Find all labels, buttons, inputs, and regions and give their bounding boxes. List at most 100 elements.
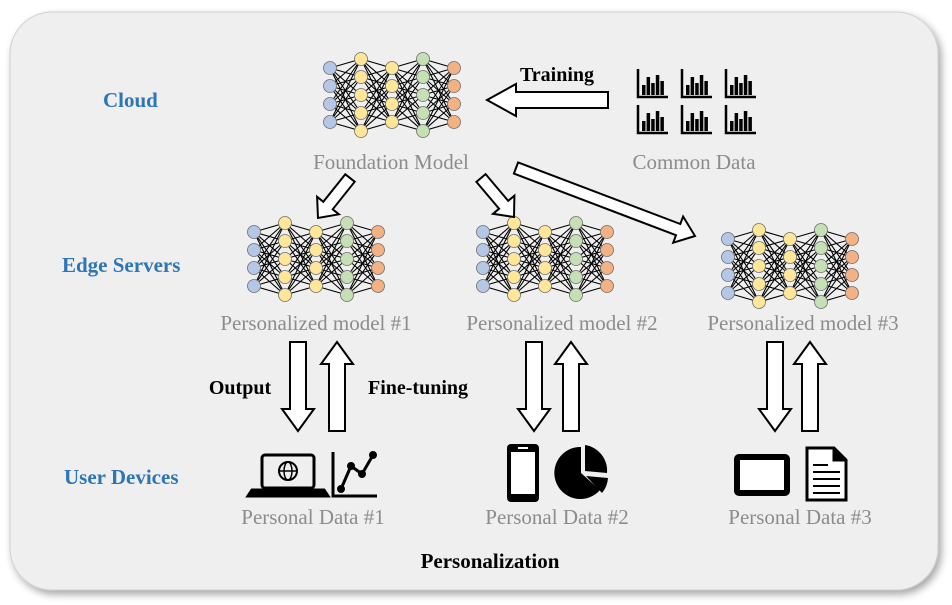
network-node (783, 268, 797, 282)
network-edge (329, 58, 362, 123)
personalized-model-2-caption: Personalized model #2 (466, 311, 657, 335)
network-node (752, 259, 766, 273)
background-panel (9, 11, 939, 591)
network-node (814, 241, 828, 255)
network-node (845, 286, 859, 300)
network-node (814, 277, 828, 291)
network-node (507, 234, 521, 248)
network-edge (575, 231, 608, 278)
personalized-model-2-network (476, 216, 614, 302)
network-node (752, 241, 766, 255)
network-edge (360, 67, 393, 114)
network-node (569, 288, 583, 302)
network-edge (284, 231, 317, 296)
network-node (278, 216, 292, 230)
network-node (371, 225, 385, 239)
network-node (538, 225, 552, 239)
network-edge (544, 222, 577, 269)
network-node (600, 225, 614, 239)
network-edge (253, 240, 286, 287)
bar-chart-icon (636, 105, 668, 135)
network-node (476, 243, 490, 257)
network-node (752, 277, 766, 291)
network-edge (253, 222, 286, 269)
network-node (569, 252, 583, 266)
network-node (340, 252, 354, 266)
bar-chart-icon (636, 69, 668, 99)
network-edge (360, 85, 393, 132)
network-edge (422, 67, 455, 132)
network-node (600, 243, 614, 257)
network-node (385, 79, 399, 93)
network-node (309, 279, 323, 293)
network-edge (360, 67, 393, 132)
network-node (416, 124, 430, 138)
bar-chart-icon (680, 69, 712, 99)
network-node (247, 243, 261, 257)
network-edge (346, 231, 379, 278)
output-arrow-1 (280, 341, 316, 433)
bar-chart-icon (680, 105, 712, 135)
network-edge (789, 229, 822, 294)
network-node (538, 243, 552, 257)
finetune-arrow-1 (319, 340, 355, 432)
network-node (507, 288, 521, 302)
network-edge (575, 249, 608, 296)
network-node (278, 234, 292, 248)
network-edge (513, 249, 546, 296)
bar-chart-icon (724, 69, 756, 99)
arrow-to-model-1 (316, 172, 357, 220)
network-node (354, 124, 368, 138)
network-edge (422, 85, 455, 132)
network-node (507, 270, 521, 284)
output-arrow-2 (516, 341, 552, 433)
network-node (814, 223, 828, 237)
network-edge (253, 222, 286, 287)
network-node (416, 70, 430, 84)
network-node (752, 223, 766, 237)
output-arrow-3 (757, 341, 793, 433)
network-edge (544, 240, 577, 287)
network-node (507, 216, 521, 230)
network-node (447, 97, 461, 111)
training-arrow (484, 82, 609, 118)
network-node (371, 261, 385, 275)
training-label: Training (520, 64, 594, 86)
laptop-icon (245, 453, 331, 498)
tablet-icon (734, 454, 790, 496)
network-node (600, 261, 614, 275)
network-edge (789, 229, 822, 276)
distribution-arrows (316, 161, 697, 245)
network-node (371, 279, 385, 293)
network-edge (346, 249, 379, 296)
output-finetune-arrows (280, 340, 828, 433)
network-edge (758, 238, 791, 303)
network-node (538, 261, 552, 275)
network-node (354, 52, 368, 66)
network-node (278, 270, 292, 284)
network-node (814, 259, 828, 273)
network-node (247, 225, 261, 239)
personalized-model-1-network (247, 216, 385, 302)
network-edge (391, 76, 424, 123)
line-chart-icon (331, 451, 377, 498)
network-node (385, 61, 399, 75)
network-edge (727, 247, 760, 294)
network-node (476, 279, 490, 293)
network-node (476, 261, 490, 275)
network-node (783, 250, 797, 264)
network-node (721, 286, 735, 300)
network-edge (789, 247, 822, 294)
network-edge (284, 249, 317, 296)
personalized-model-1-caption: Personalized model #1 (220, 311, 411, 335)
bar-chart-icon (724, 105, 756, 135)
network-node (569, 270, 583, 284)
network-edge (315, 222, 348, 287)
network-node (247, 261, 261, 275)
network-edge (391, 58, 424, 123)
personal-data-1-caption: Personal Data #1 (241, 505, 384, 529)
network-node (752, 295, 766, 309)
network-node (600, 279, 614, 293)
personal-data-3-caption: Personal Data #3 (728, 505, 871, 529)
